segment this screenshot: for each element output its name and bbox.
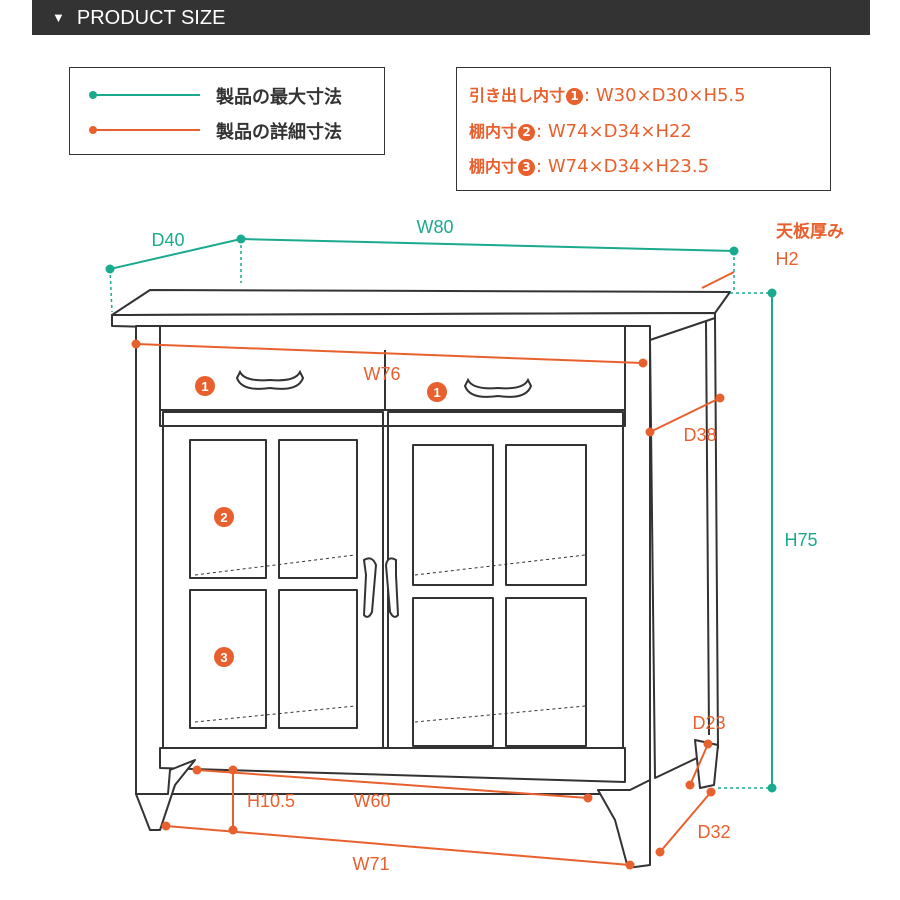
drawer-handle-icon xyxy=(463,377,533,398)
marker-shelf-upper: 2 xyxy=(214,507,234,527)
max-extension-lines xyxy=(109,239,772,789)
legend-label-max: 製品の最大寸法 xyxy=(216,87,342,108)
shelf-lines xyxy=(194,554,586,723)
glass-pane xyxy=(505,597,587,747)
inner-label: 棚内寸 xyxy=(469,157,518,176)
svg-text:2: 2 xyxy=(220,510,227,525)
marker-drawer-right: 1 xyxy=(427,382,447,402)
label-d40: D40 xyxy=(151,230,184,250)
label-w71: W71 xyxy=(352,854,389,874)
detail-dimension-lines xyxy=(131,271,735,870)
label-d23: D23 xyxy=(692,713,725,733)
door-handle-icon xyxy=(384,557,400,618)
inner-label: 棚内寸 xyxy=(469,122,518,141)
cabinet-top-surface xyxy=(111,289,731,316)
legend-line-detail xyxy=(92,129,200,131)
label-h75: H75 xyxy=(784,530,817,550)
d38-line xyxy=(649,397,721,433)
label-d38: D38 xyxy=(683,425,716,445)
label-top-thickness-value: H2 xyxy=(775,249,798,269)
glass-pane xyxy=(189,439,267,579)
glass-pane xyxy=(412,444,494,586)
d23-line xyxy=(689,743,709,786)
section-title: PRODUCT SIZE xyxy=(76,7,226,29)
inner-value: W74×D34×H22 xyxy=(547,121,692,142)
legend-label-detail: 製品の詳細寸法 xyxy=(216,122,342,143)
number-badge-icon: 1 xyxy=(566,88,584,105)
door-handle-icon xyxy=(362,557,378,618)
legend-dot-max xyxy=(89,91,97,99)
label-w60: W60 xyxy=(353,791,390,811)
glass-pane xyxy=(278,439,358,579)
label-w76: W76 xyxy=(363,364,400,384)
front-right-leg xyxy=(597,779,651,869)
inner-label: 引き出し内寸 xyxy=(469,86,566,105)
triangle-down-icon: ▼ xyxy=(52,10,65,25)
base-rail xyxy=(159,747,626,783)
section-header: ▼ PRODUCT SIZE xyxy=(32,0,870,35)
legend-line-max xyxy=(92,94,200,96)
inner-value: W30×D30×H5.5 xyxy=(595,85,746,106)
w76-line xyxy=(135,343,644,364)
label-top-thickness: 天板厚み xyxy=(776,221,844,241)
number-badge-icon: 2 xyxy=(518,124,536,141)
front-left-leg xyxy=(135,759,196,831)
handles xyxy=(235,369,533,618)
w60-line xyxy=(196,769,589,799)
legend-dot-detail xyxy=(89,126,97,134)
svg-text:1: 1 xyxy=(433,385,440,400)
marker-shelf-lower: 3 xyxy=(214,647,234,667)
glass-pane xyxy=(189,589,267,729)
label-d32: D32 xyxy=(697,822,730,842)
glass-pane xyxy=(278,589,358,729)
drawer-handle-icon xyxy=(235,369,305,390)
svg-text:3: 3 xyxy=(220,650,227,665)
d32-line xyxy=(659,791,712,853)
inner-value: W74×D34×H23.5 xyxy=(547,156,710,177)
legend-box: 製品の最大寸法 製品の詳細寸法 xyxy=(69,67,385,155)
svg-text:1: 1 xyxy=(201,379,208,394)
drawer-frame xyxy=(159,325,626,427)
side-panel-line xyxy=(705,321,710,736)
label-h10-5: H10.5 xyxy=(247,791,295,811)
glass-pane xyxy=(505,444,587,586)
label-w80: W80 xyxy=(416,217,453,237)
top-thickness-pointer xyxy=(701,271,735,289)
number-badge-icon: 3 xyxy=(518,159,536,176)
markers: 1 1 2 3 xyxy=(195,376,447,667)
marker-drawer-left: 1 xyxy=(195,376,215,396)
w71-line xyxy=(165,825,631,866)
glass-pane xyxy=(412,597,494,747)
